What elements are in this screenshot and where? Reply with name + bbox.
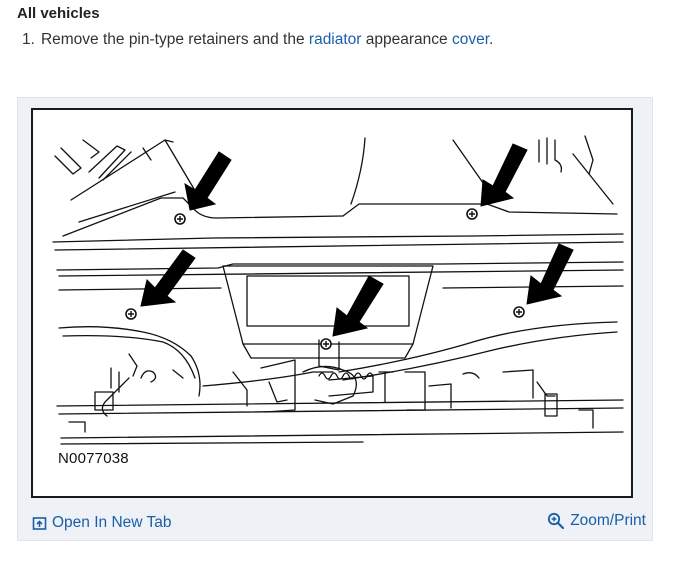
figure-card: N0077038 Open In New Tab Zoom/Print <box>17 97 653 541</box>
figure-id-label: N0077038 <box>58 450 129 467</box>
open-new-tab-icon <box>32 516 47 530</box>
section-heading: All vehicles <box>17 5 100 22</box>
step-number: 1. <box>22 31 35 48</box>
step-text-after: . <box>489 31 494 48</box>
step-text-before: Remove the pin-type retainers and the <box>40 31 309 48</box>
zoom-print-label: Zoom/Print <box>570 512 646 529</box>
open-in-new-tab-label: Open In New Tab <box>52 514 172 531</box>
step-text-middle: appearance <box>361 31 452 48</box>
procedure-step: 1.Remove the pin-type retainers and the … <box>22 31 493 49</box>
figure-footer: Open In New Tab Zoom/Print <box>18 505 652 541</box>
open-in-new-tab-button[interactable]: Open In New Tab <box>32 514 171 532</box>
magnifier-plus-icon <box>548 512 565 530</box>
figure-image[interactable]: N0077038 <box>31 108 633 498</box>
radiator-cover-illustration <box>52 135 624 445</box>
radiator-link[interactable]: radiator <box>308 31 362 48</box>
cover-link[interactable]: cover <box>451 31 490 48</box>
zoom-print-button[interactable]: Zoom/Print <box>547 512 646 530</box>
